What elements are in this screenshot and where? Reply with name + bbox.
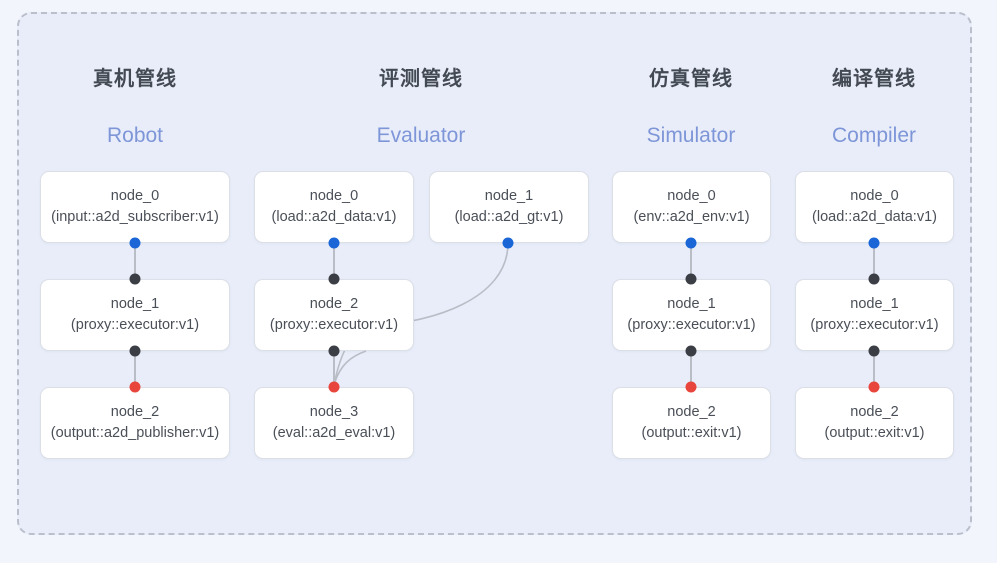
node-name: node_2 [309,295,359,312]
node-type: (proxy::executor:v1) [810,317,939,333]
node-sim-node-0[interactable]: node_0 (env::a2d_env:v1) [612,171,771,243]
edge-robot-1-2 [134,351,136,387]
node-comp-node-0[interactable]: node_0 (load::a2d_data:v1) [795,171,954,243]
node-name: node_0 [110,187,160,204]
node-name: node_1 [850,295,899,312]
node-type: (load::a2d_data:v1) [271,209,397,225]
port-sim-node-1-out[interactable] [685,345,697,357]
column-subtitle-evaluator: Evaluator [376,124,466,147]
port-comp-node-0-out[interactable] [868,237,880,249]
node-name: node_0 [850,187,899,204]
column-subtitle-robot: Robot [106,124,164,147]
node-type: (load::a2d_data:v1) [812,209,937,225]
node-name: node_3 [309,403,359,420]
port-sim-node-1-in[interactable] [685,273,697,285]
node-eval-node-1[interactable]: node_1 (load::a2d_gt:v1) [429,171,589,243]
column-subtitle-simulator: Simulator [646,124,736,147]
edge-comp-1-2 [873,351,875,387]
node-type: (proxy::executor:v1) [70,317,200,333]
node-comp-node-2[interactable]: node_2 (output::exit:v1) [795,387,954,459]
node-eval-node-2[interactable]: node_2 (proxy::executor:v1) [254,279,414,351]
port-eval-node-2-out[interactable] [328,345,340,357]
node-sim-node-2[interactable]: node_2 (output::exit:v1) [612,387,771,459]
edge-sim-1-2 [690,351,692,387]
column-title-simulator: 仿真管线 [649,68,733,90]
edge-robot-0-1 [134,243,136,279]
node-robot-node-1[interactable]: node_1 (proxy::executor:v1) [40,279,230,351]
node-name: node_2 [850,403,899,420]
port-eval-node-1-out[interactable] [502,237,514,249]
port-robot-node-0-out[interactable] [129,237,141,249]
port-eval-node-2-in[interactable] [328,273,340,285]
node-name: node_1 [667,295,716,312]
port-sim-node-2-in[interactable] [685,381,697,393]
port-comp-node-1-out[interactable] [868,345,880,357]
edge-comp-0-1 [873,243,875,279]
node-type: (output::a2d_publisher:v1) [50,425,220,441]
port-robot-node-1-out[interactable] [129,345,141,357]
node-type: (output::exit:v1) [824,425,925,441]
column-title-compiler: 编译管线 [832,68,916,90]
node-comp-node-1[interactable]: node_1 (proxy::executor:v1) [795,279,954,351]
node-name: node_1 [110,295,160,312]
node-robot-node-0[interactable]: node_0 (input::a2d_subscriber:v1) [40,171,230,243]
node-robot-node-2[interactable]: node_2 (output::a2d_publisher:v1) [40,387,230,459]
node-name: node_2 [110,403,160,420]
column-title-robot: 真机管线 [93,68,177,90]
port-eval-node-0-out[interactable] [328,237,340,249]
node-type: (proxy::executor:v1) [269,317,399,333]
node-name: node_1 [484,187,534,204]
node-name: node_0 [309,187,359,204]
node-sim-node-1[interactable]: node_1 (proxy::executor:v1) [612,279,771,351]
node-type: (eval::a2d_eval:v1) [272,425,396,441]
node-type: (proxy::executor:v1) [627,317,756,333]
node-type: (env::a2d_env:v1) [633,209,750,225]
node-type: (load::a2d_gt:v1) [454,209,564,225]
port-comp-node-2-in[interactable] [868,381,880,393]
port-sim-node-0-out[interactable] [685,237,697,249]
port-comp-node-1-in[interactable] [868,273,880,285]
edge-sim-0-1 [690,243,692,279]
node-name: node_2 [667,403,716,420]
node-eval-node-3[interactable]: node_3 (eval::a2d_eval:v1) [254,387,414,459]
port-robot-node-2-in[interactable] [129,381,141,393]
node-name: node_0 [667,187,716,204]
port-robot-node-1-in[interactable] [129,273,141,285]
port-eval-node-3-in[interactable] [328,381,340,393]
node-type: (input::a2d_subscriber:v1) [51,209,219,225]
column-title-evaluator: 评测管线 [379,68,463,90]
node-type: (output::exit:v1) [641,425,742,441]
column-subtitle-compiler: Compiler [831,124,917,147]
node-eval-node-0[interactable]: node_0 (load::a2d_data:v1) [254,171,414,243]
